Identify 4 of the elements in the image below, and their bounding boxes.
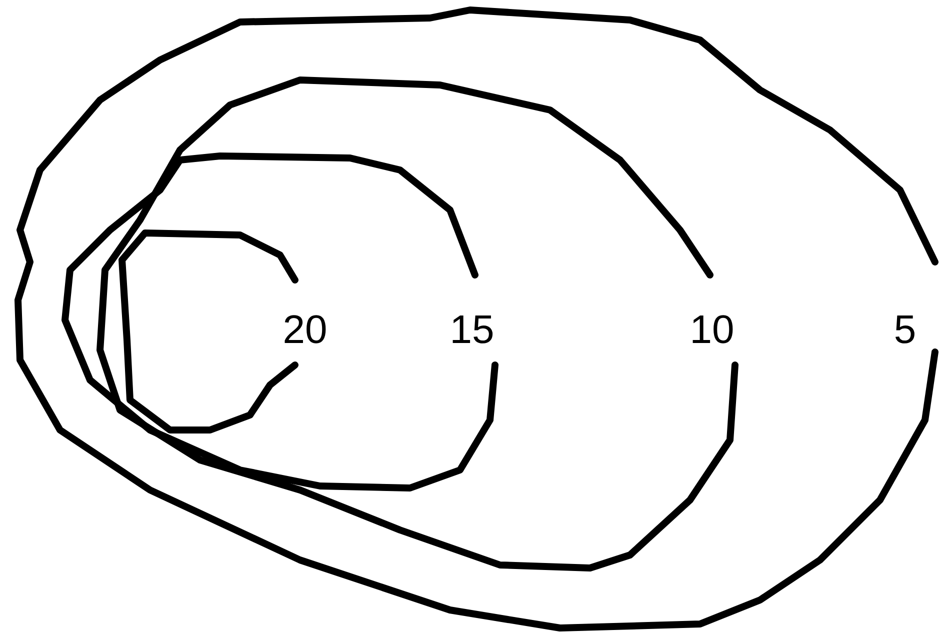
contour-label: 5 xyxy=(894,310,916,350)
contour-label: 20 xyxy=(282,310,328,350)
contour-label: 15 xyxy=(450,310,494,350)
contour-label: 10 xyxy=(690,310,734,350)
